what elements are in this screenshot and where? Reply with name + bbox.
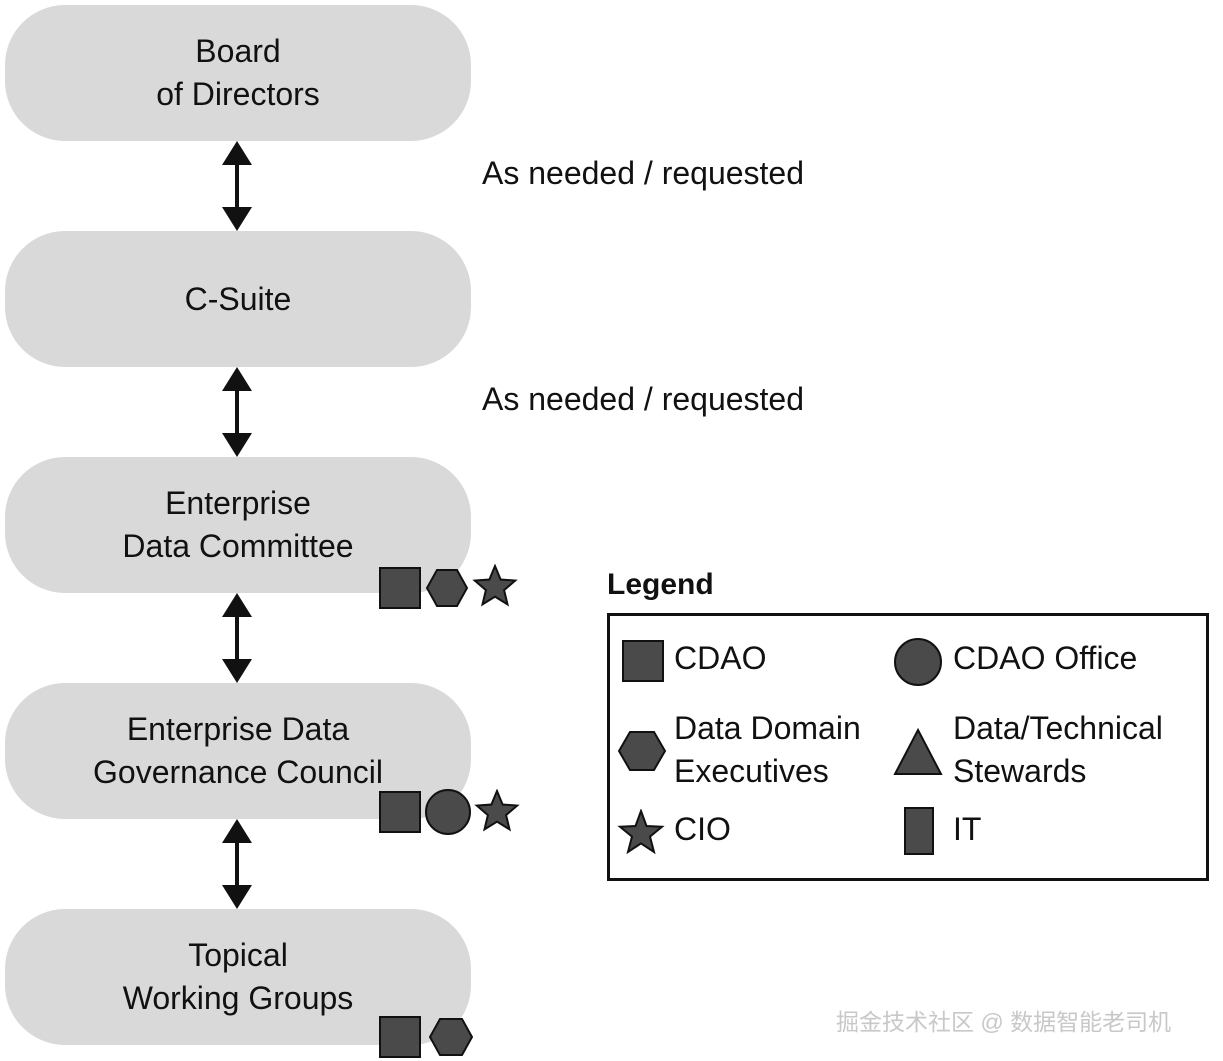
square-icon	[622, 640, 664, 682]
note-csuite-committee: As needed / requested	[482, 381, 805, 417]
legend-label-cio: CIO	[674, 811, 731, 847]
circle-icon	[425, 789, 471, 835]
double-arrow-icon	[222, 367, 252, 457]
double-arrow-icon	[222, 593, 252, 683]
legend-label-cdao: CDAO	[674, 640, 767, 676]
star-icon	[617, 809, 665, 855]
triangle-icon	[893, 728, 943, 775]
watermark: 掘金技术社区 @ 数据智能老司机	[836, 1009, 1172, 1035]
square-icon	[379, 1016, 421, 1058]
circle-icon	[894, 638, 942, 686]
level-working-groups: Topical Working Groups	[5, 909, 471, 1045]
legend-label-data-domain-executives: Data Domain Executives	[674, 710, 861, 789]
square-icon	[379, 567, 421, 609]
square-icon	[379, 791, 421, 833]
hexagon-icon	[428, 1018, 474, 1056]
rectangle-icon	[904, 807, 934, 855]
note-board-csuite: As needed / requested	[482, 155, 805, 191]
level-label: Board of Directors	[156, 33, 320, 112]
hexagon-icon	[617, 731, 667, 771]
level-enterprise-data-committee: Enterprise Data Committee	[5, 457, 471, 593]
level-label: Enterprise Data Committee	[122, 485, 354, 564]
committee-badges	[379, 564, 518, 609]
council-badges	[379, 789, 520, 835]
double-arrow-icon	[222, 141, 252, 231]
star-icon	[474, 789, 520, 832]
level-c-suite: C-Suite	[5, 231, 471, 367]
double-arrow-icon	[222, 819, 252, 909]
level-label: Enterprise Data Governance Council	[93, 711, 383, 790]
legend-label-cdao-office: CDAO Office	[953, 640, 1138, 676]
star-icon	[472, 564, 518, 607]
hexagon-icon	[425, 569, 469, 607]
legend-title: Legend	[607, 568, 714, 601]
legend-label-it: IT	[953, 811, 982, 847]
legend-label-stewards: Data/Technical Stewards	[953, 710, 1163, 789]
level-label: C-Suite	[184, 280, 292, 317]
level-board: Board of Directors	[5, 5, 471, 141]
working-groups-badges	[379, 1016, 474, 1058]
level-label: Topical Working Groups	[122, 937, 354, 1016]
legend: CDAO CDAO Office Data Domain Executives …	[607, 613, 1209, 881]
